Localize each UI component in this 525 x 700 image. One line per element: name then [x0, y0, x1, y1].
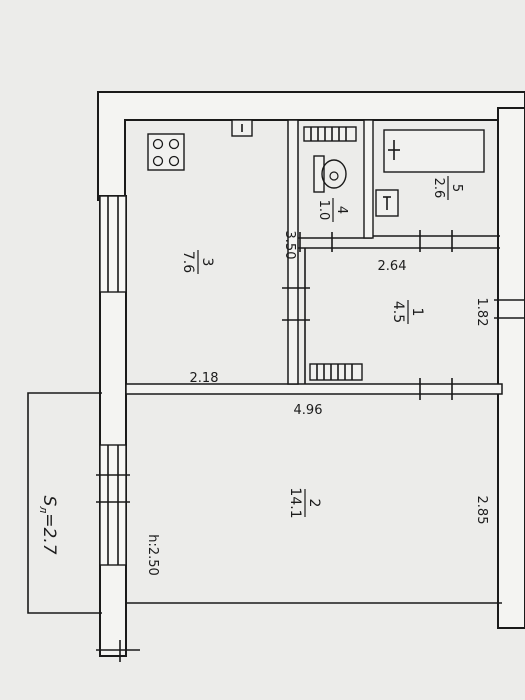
radiator-icon: [309, 363, 363, 381]
room-2-area: 14.1: [287, 487, 303, 518]
room-5-label: 5 2.6: [431, 176, 464, 200]
toilet-icon: [313, 155, 347, 193]
room-2-label: 2 14.1: [287, 487, 322, 518]
ceiling-height: h:2.50: [145, 534, 160, 576]
room-1-number: 1: [409, 308, 425, 317]
room-3-number: 3: [199, 258, 215, 267]
balcony-area-subscript: л: [37, 505, 50, 513]
room-5-area: 2.6: [431, 178, 446, 199]
svg-text:2.85: 2.85: [474, 496, 489, 525]
balcony: [27, 392, 102, 614]
room-1-label: 1 4.5: [390, 300, 425, 324]
room-3-label: 3 7.6: [180, 250, 215, 274]
bathtub-icon: [383, 129, 485, 173]
room-2-number: 2: [306, 499, 322, 508]
balcony-area-label: Sл=2.7: [37, 495, 59, 554]
left-wall-windows: [96, 195, 140, 662]
dimension-kitchen-length: 3.50: [282, 231, 297, 260]
stove-icon: [147, 133, 185, 171]
kitchen-sink-icon: [231, 119, 253, 137]
room-5-number: 5: [449, 184, 464, 192]
room-4-label: 4 1.0: [316, 198, 349, 222]
svg-text:1.82: 1.82: [474, 298, 489, 327]
room-3-area: 7.6: [180, 251, 196, 273]
dimension-room-length: 4.96: [294, 403, 323, 418]
room-1-area: 4.5: [390, 301, 406, 323]
balcony-area-symbol: S: [39, 495, 59, 506]
dimension-hall-width: 1.82: [474, 298, 489, 327]
svg-text:h:2.50: h:2.50: [145, 534, 160, 576]
door-ticks: [282, 230, 525, 400]
room-4-number: 4: [334, 206, 349, 214]
dimension-room-width: 2.85: [474, 496, 489, 525]
balcony-area-value: =2.7: [39, 513, 59, 554]
room-4-area: 1.0: [316, 200, 331, 221]
washbasin-icon: [375, 189, 399, 217]
interior-walls: [125, 119, 503, 395]
svg-text:3.50: 3.50: [282, 231, 297, 260]
radiator-icon: [303, 126, 357, 142]
dimension-kitchen-width: 2.18: [190, 371, 219, 386]
dimension-hall-length: 2.64: [378, 259, 407, 274]
svg-text:Sл=2.7: Sл=2.7: [37, 495, 59, 554]
